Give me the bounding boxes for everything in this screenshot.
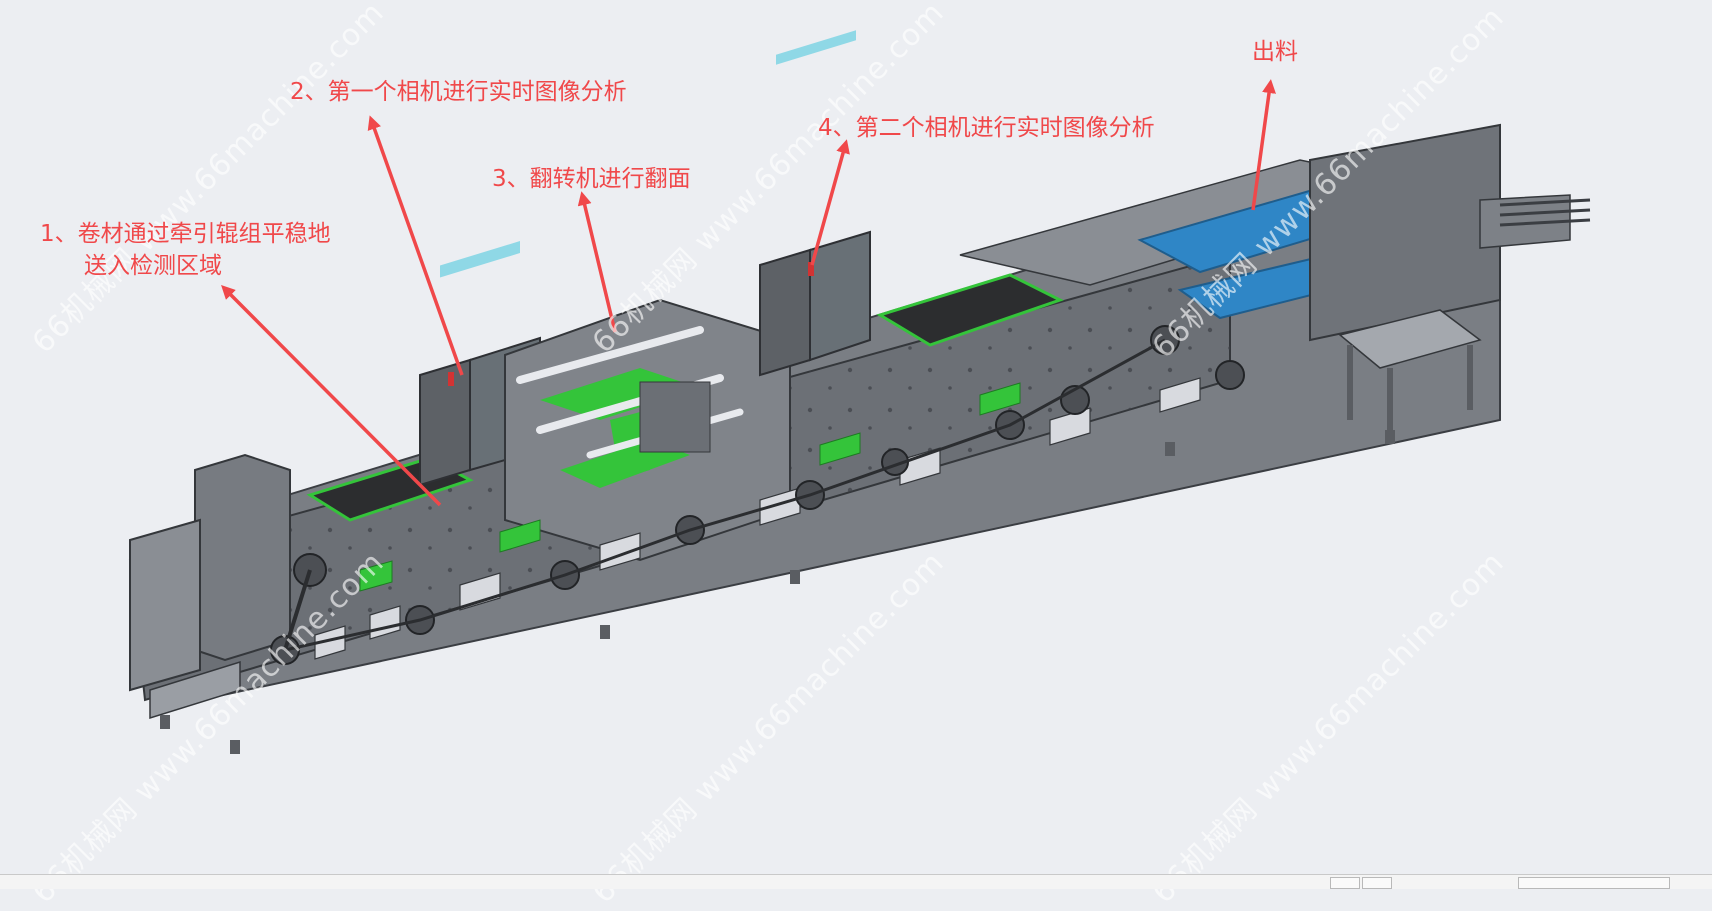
arrow-step2 [367,115,464,376]
annotation-step4: 4、第二个相机进行实时图像分析 [818,112,1155,144]
turnover-station [504,298,791,562]
strip-control[interactable] [1362,877,1392,889]
inspection-belt-2 [876,273,1064,347]
annotation-output: 出料 [1252,36,1298,68]
annotation-step4-line1: 4、第二个相机进行实时图像分析 [818,115,1155,141]
annotation-step3-line1: 3、翻转机进行翻面 [492,166,691,192]
camera-station-2 [759,30,871,377]
strip-control[interactable] [1518,877,1670,889]
machine-body [128,30,1591,754]
annotation-step1-line2: 送入检测区域 [84,253,222,279]
strip-control[interactable] [1330,877,1360,889]
annotation-step2: 2、第一个相机进行实时图像分析 [290,76,627,108]
arrow-step3 [577,191,617,333]
annotation-step1-line1: 1、卷材通过牵引辊组平稳地 [40,221,331,247]
annotation-output-line1: 出料 [1252,39,1298,65]
annotation-arrows [221,79,1276,507]
output-conveyor [1137,123,1591,342]
annotation-step2-line1: 2、第一个相机进行实时图像分析 [290,79,627,105]
arrow-output [1251,79,1276,211]
arrow-step4 [810,139,850,266]
arrow-step1 [221,285,442,507]
output-table [1338,309,1482,435]
annotation-step1: 1、卷材通过牵引辊组平稳地 送入检测区域 [40,218,331,282]
status-strip [0,874,1712,889]
annotation-step3: 3、翻转机进行翻面 [492,163,691,195]
machine-diagram [128,30,1591,754]
